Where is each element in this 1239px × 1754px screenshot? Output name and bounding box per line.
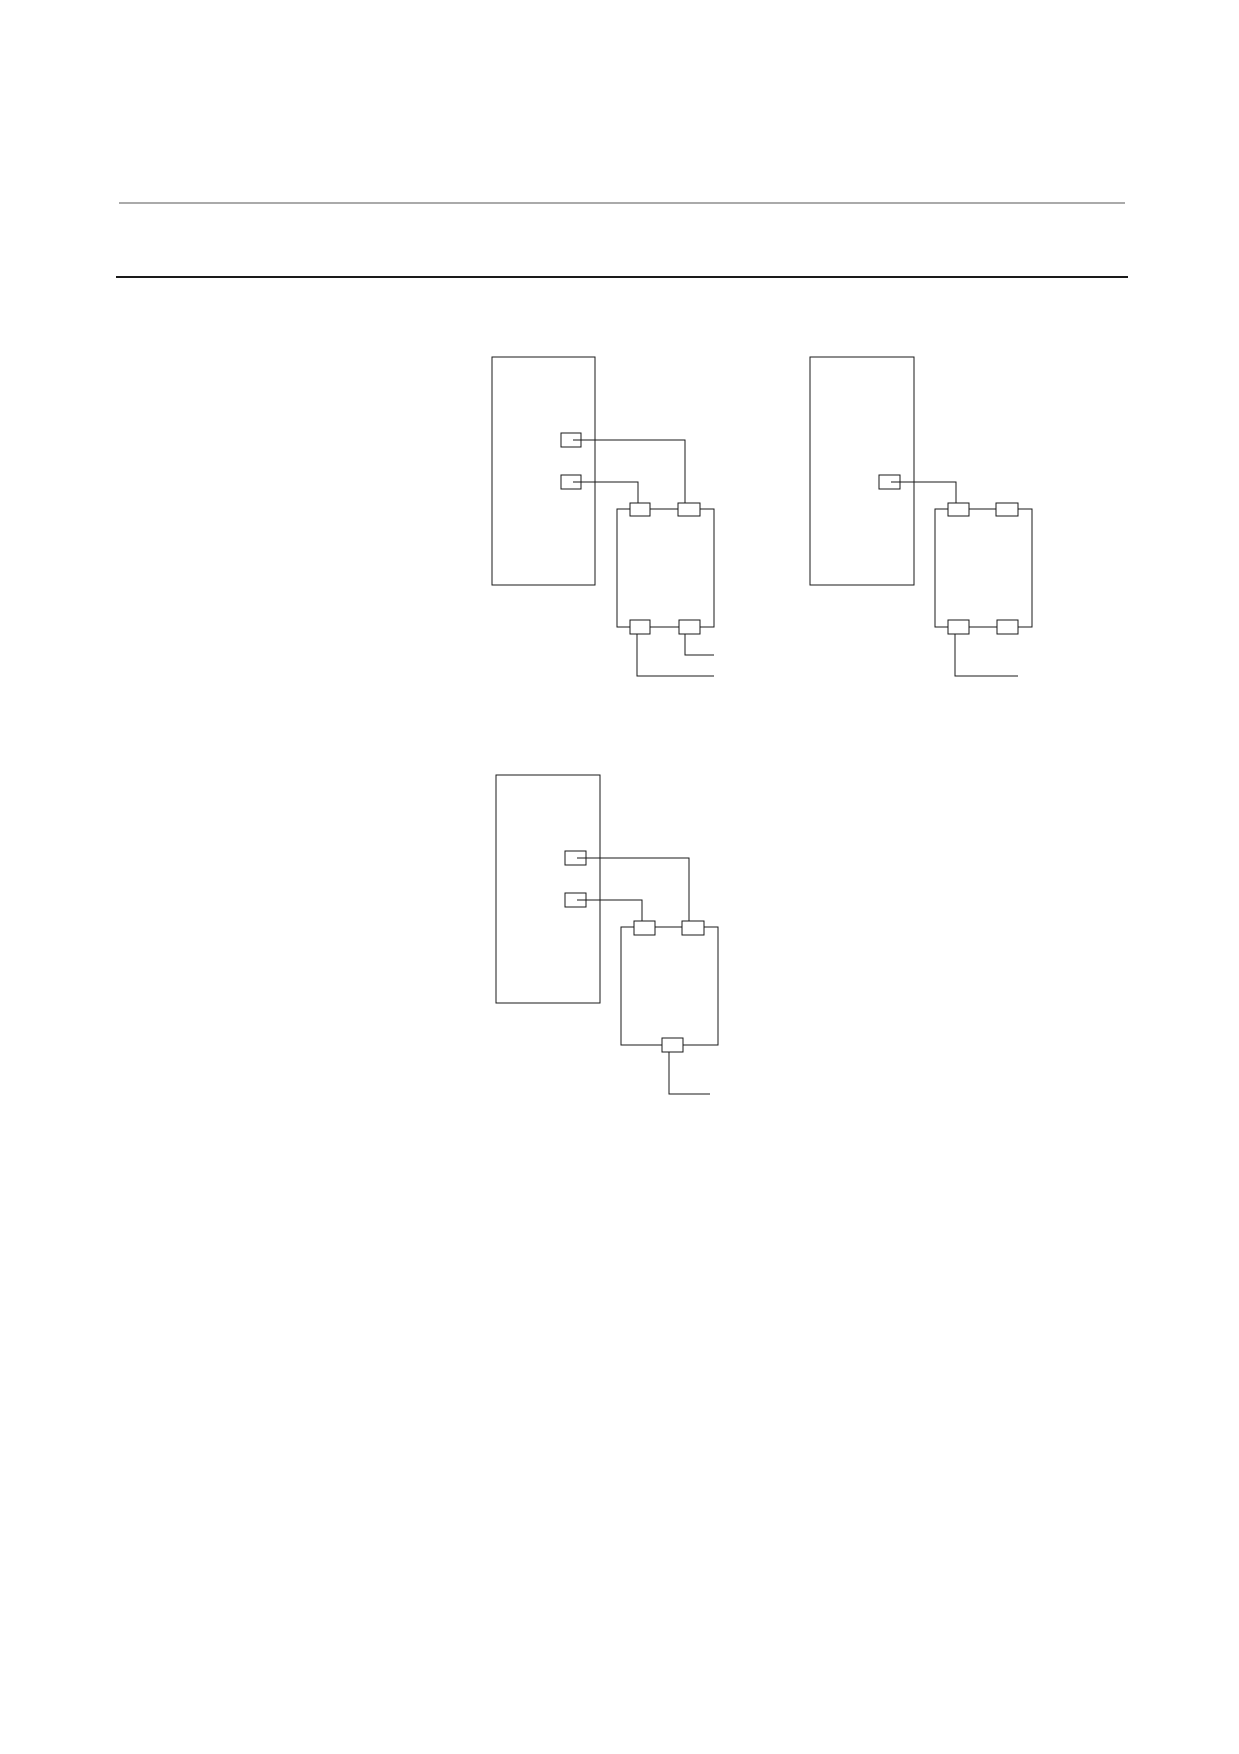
diagram-upper-left	[491, 356, 715, 677]
port-small-bottom	[661, 1037, 684, 1053]
output-lead-right	[684, 634, 714, 656]
diagram-lower	[495, 774, 719, 1095]
port-small-top-left	[947, 502, 970, 517]
small-block	[616, 508, 715, 628]
port-small-bottom-left	[947, 619, 970, 635]
large-block	[491, 356, 596, 586]
port-small-top-right	[995, 502, 1019, 517]
wire	[893, 481, 957, 503]
output-lead	[954, 634, 1018, 677]
port-ticks	[573, 439, 897, 901]
port-small-bottom-right	[678, 619, 701, 635]
port-small-top-right	[677, 502, 701, 517]
large-block	[495, 774, 601, 1004]
wire-upper	[575, 439, 686, 503]
port-small-top-left	[633, 920, 656, 936]
large-block	[809, 356, 915, 586]
wire-lower	[579, 899, 643, 921]
diagram-upper-right	[809, 356, 1033, 677]
output-lead	[668, 1052, 710, 1095]
small-block	[934, 508, 1033, 628]
small-block	[620, 926, 719, 1046]
port-small-top-left	[629, 502, 651, 517]
wire-lower	[575, 481, 639, 503]
wire-upper	[579, 857, 690, 921]
port-small-bottom-left	[629, 619, 651, 635]
output-lead-left	[636, 634, 714, 677]
port-small-top-right	[681, 920, 705, 936]
port-small-bottom-right	[996, 619, 1019, 635]
